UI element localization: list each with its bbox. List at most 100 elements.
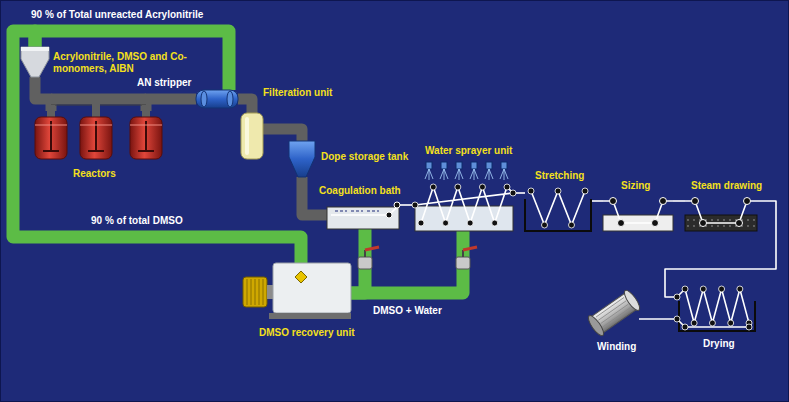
fiber-path	[674, 294, 680, 300]
fiber-path	[569, 222, 575, 228]
valve	[358, 247, 477, 269]
solvent-pipe	[35, 31, 229, 90]
fiber-path	[467, 220, 473, 226]
fiber-path	[418, 220, 424, 226]
spray-nozzle	[471, 162, 477, 169]
equipment-label: Winding	[597, 341, 636, 353]
equipment-label: Filteration unit	[263, 87, 332, 99]
winding-spool	[622, 288, 642, 312]
stretching-rollers	[525, 188, 591, 231]
drying-node: Drying	[677, 281, 757, 331]
fiber-path	[582, 188, 588, 194]
spray-nozzle	[425, 162, 508, 180]
fiber-path	[510, 190, 516, 196]
stripper-node: AN stripper	[196, 90, 238, 108]
sizing-bath	[610, 198, 617, 205]
fiber-path	[412, 202, 418, 208]
pipe-label: 90 % of Total unreacted Acrylonitrile	[31, 9, 203, 21]
fiber-path	[504, 184, 510, 190]
fiber-path	[542, 222, 548, 228]
an-stripper	[196, 90, 238, 108]
equipment-label: Steam drawing	[691, 180, 762, 192]
fiber-line	[673, 200, 685, 202]
steam-bath	[744, 198, 751, 205]
stretching-rollers	[525, 199, 591, 231]
fiber-path	[528, 188, 588, 228]
hopper	[21, 47, 49, 77]
fiber-path	[528, 188, 534, 194]
recovery-unit	[295, 271, 307, 283]
valve	[365, 247, 379, 250]
an-stripper	[227, 91, 233, 107]
equipment-label: Water sprayer unit	[425, 145, 512, 157]
equipment-label: Coagulation bath	[319, 185, 401, 197]
process-pipe	[238, 99, 252, 113]
stretching-node: Stretching	[525, 186, 591, 231]
valve	[358, 257, 372, 269]
fiber-path	[443, 220, 449, 226]
spray-nozzle	[440, 169, 448, 180]
coagulation-bath-tank	[394, 202, 400, 208]
spray-nozzle	[501, 162, 507, 169]
an-stripper	[201, 91, 207, 107]
winding-spool	[586, 288, 642, 337]
drying-rollers	[674, 286, 755, 331]
equipment-label: Dope storage tank	[321, 151, 408, 163]
solvent-pipe	[13, 31, 301, 263]
fiber-path	[677, 289, 749, 327]
fiber-path	[719, 286, 725, 292]
coagulation-bath-tank	[335, 211, 379, 212]
spray-nozzle	[486, 162, 492, 169]
sizing-bath	[652, 220, 659, 227]
spray-nozzle	[455, 169, 463, 180]
dope-tank	[289, 141, 315, 177]
sprayer-node: Water sprayer unit	[415, 161, 513, 231]
hopper	[21, 47, 49, 77]
reactor-tanks	[35, 117, 162, 159]
fiber-path	[737, 286, 743, 292]
recovery-unit	[267, 285, 273, 299]
fiber-path	[412, 184, 516, 226]
water-sprayer-tank	[415, 206, 513, 231]
winding-node: Winding	[589, 291, 639, 335]
spray-nozzle	[485, 169, 493, 180]
fiber-path	[531, 191, 585, 225]
equipment-label: Sizing	[621, 180, 650, 192]
feed-manifold	[92, 99, 100, 119]
recovery-unit	[243, 277, 267, 307]
spray-nozzle	[426, 162, 432, 169]
bath-node: Coagulation bath	[327, 199, 399, 229]
feed-manifold	[51, 99, 146, 119]
steam-bath	[692, 198, 699, 205]
solvent-pipe	[351, 231, 463, 293]
recovery-node: DMSO recovery unit	[241, 263, 351, 321]
coagulation-bath-tank	[327, 207, 399, 229]
steam-bath	[736, 220, 743, 227]
fiber-path	[455, 184, 461, 190]
spray-nozzle	[470, 169, 478, 180]
valve	[456, 257, 470, 269]
dope-tank	[289, 141, 315, 177]
fiber-path	[415, 187, 513, 223]
fiber-path	[555, 188, 561, 194]
equipment-label: Drying	[703, 338, 735, 350]
spray-nozzle	[456, 162, 462, 169]
spray-nozzle	[500, 169, 508, 180]
fiber-path	[674, 316, 680, 322]
equipment-label: Stretching	[535, 170, 584, 182]
tank-node: Dope storage tank	[289, 141, 315, 177]
pipe-label: 90 % of total DMSO	[91, 215, 183, 227]
process-pipe	[146, 99, 196, 111]
fiber-path	[746, 324, 752, 330]
coagulation-bath-tank	[327, 202, 400, 229]
steam-node: Steam drawing	[685, 195, 757, 231]
process-pipe	[263, 129, 302, 141]
sizing-bath	[603, 198, 673, 232]
reactor-node: Reactors	[33, 111, 163, 161]
fiber-path	[700, 286, 706, 292]
pipe-label: DMSO + Water	[373, 305, 442, 317]
fiber-path	[674, 286, 752, 330]
fiber-path	[709, 320, 715, 326]
